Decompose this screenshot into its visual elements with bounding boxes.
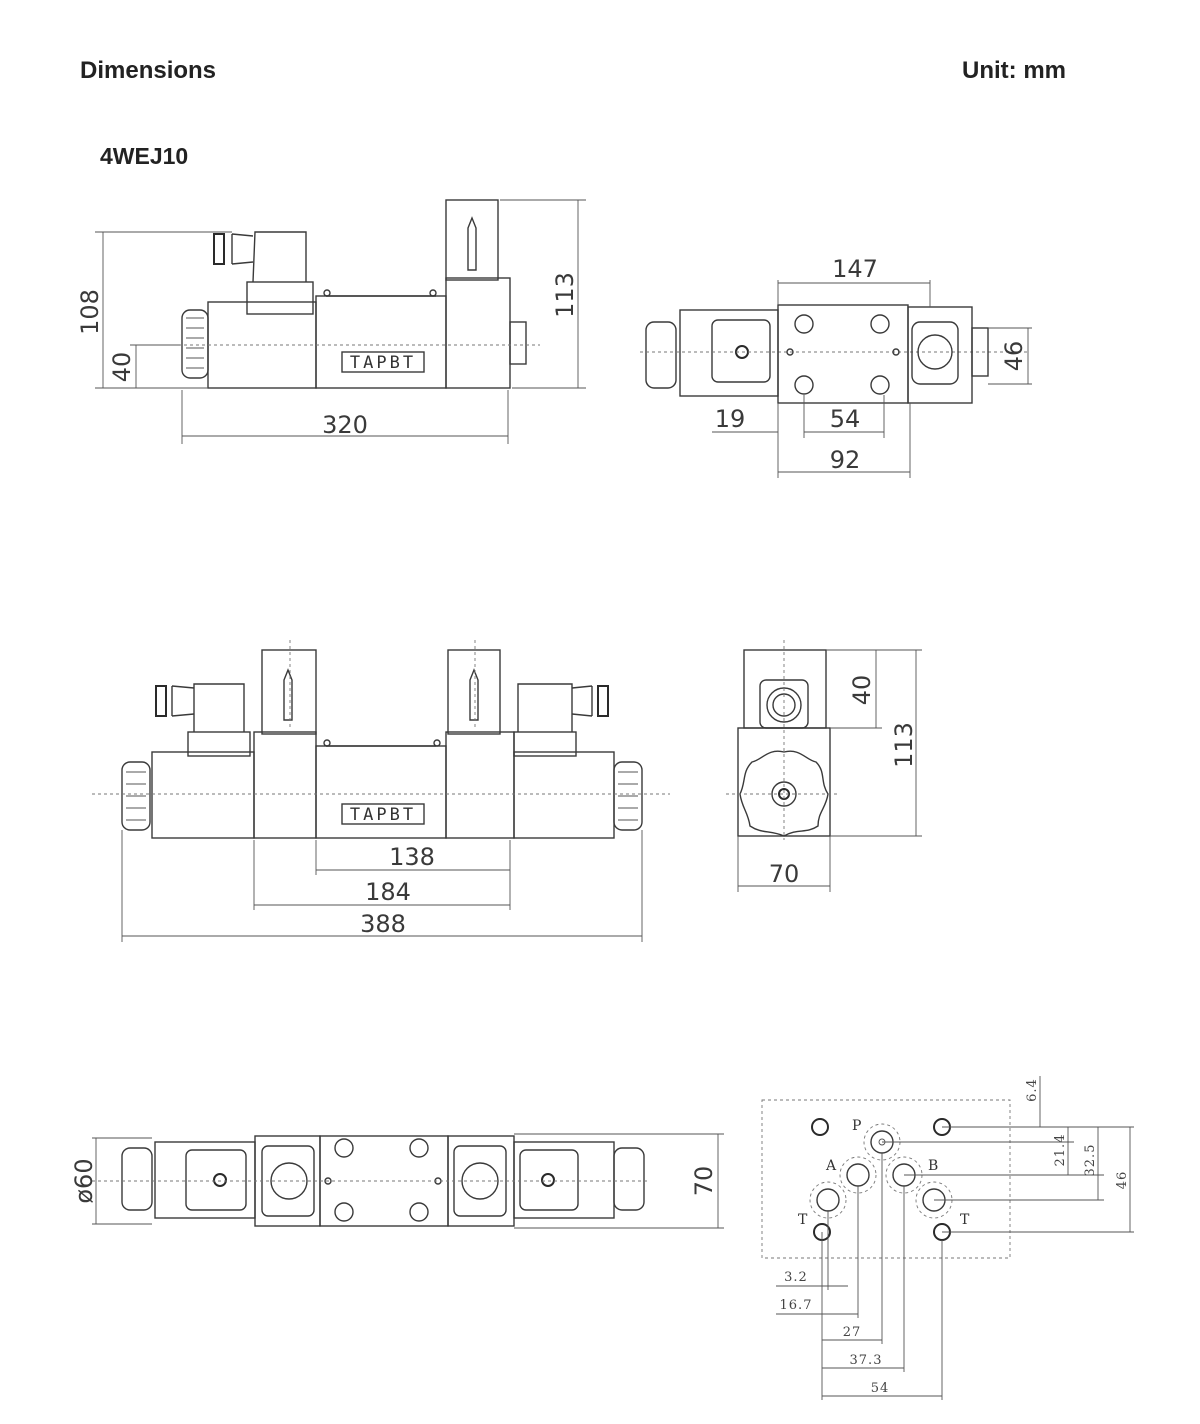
connector [246,281,314,315]
brand-label: TAPBT [350,353,416,373]
knob-left [121,761,151,831]
dim-h-54: 54 [871,1381,890,1396]
dim-center-height: 40 [108,352,136,383]
dim-inner-length: 138 [389,843,435,871]
port-label-t2: T [960,1212,970,1228]
page-title: Dimensions [80,57,217,84]
dim-h-27: 27 [843,1325,862,1340]
dim-width-top: 147 [832,255,878,283]
dim-height: 46 [1000,341,1028,372]
dim-v-46: 46 [1115,1171,1130,1190]
brand-label: TAPBT [350,805,416,825]
dim-offset2: 54 [830,405,861,433]
dim-mid-length: 184 [365,878,411,906]
knob-right [613,761,643,831]
dim-diameter: ø60 [70,1158,98,1203]
dim-v-6-4: 6.4 [1025,1078,1040,1102]
dim-v-21-4: 21.4 [1053,1134,1068,1167]
solenoid-left [151,751,255,839]
dim-width-bottom: 92 [830,446,861,474]
port-label-a: A [825,1158,837,1174]
knob-left [121,1147,153,1211]
model-name: 4WEJ10 [100,143,189,169]
port-label-p: P [852,1118,861,1134]
port-label-b: B [928,1158,938,1174]
top-view-single: 147 46 19 54 92 [640,255,1032,478]
port-label-t1: T [798,1212,808,1228]
dim-height-right: 113 [551,272,579,318]
dim-end-height: 113 [890,722,918,768]
dim-length: 320 [322,411,368,439]
end-view: 40 113 70 [726,640,922,892]
dim-width: 70 [690,1166,718,1197]
dim-total-length: 388 [360,910,406,938]
dim-offset1: 19 [715,405,746,433]
dim-h-3-2: 3.2 [784,1270,808,1285]
side-view-single: TAPBT 108 40 113 320 [76,199,586,444]
dim-end-width: 70 [769,860,800,888]
unit-label: Unit: mm [962,57,1066,84]
dim-top-height: 40 [848,675,876,706]
top-view-double: ø60 70 [70,1133,724,1229]
mounting-face [761,1099,1011,1259]
dim-h-16-7: 16.7 [780,1298,813,1313]
brand-plate [341,351,425,373]
right-block [445,277,511,389]
coil-cap [711,319,771,383]
knob-right [613,1147,645,1211]
port-pattern: P A B T T 6.4 21.4 32.5 46 3.2 16.7 27 [761,1076,1134,1400]
solenoid-right [513,751,615,839]
dim-height-left: 108 [76,289,104,335]
valve-body [315,295,447,389]
dim-v-32-5: 32.5 [1083,1144,1098,1177]
side-view-double: TAPBT 138 184 388 [92,640,670,942]
dim-h-37-3: 37.3 [850,1353,883,1368]
knob [645,321,677,389]
